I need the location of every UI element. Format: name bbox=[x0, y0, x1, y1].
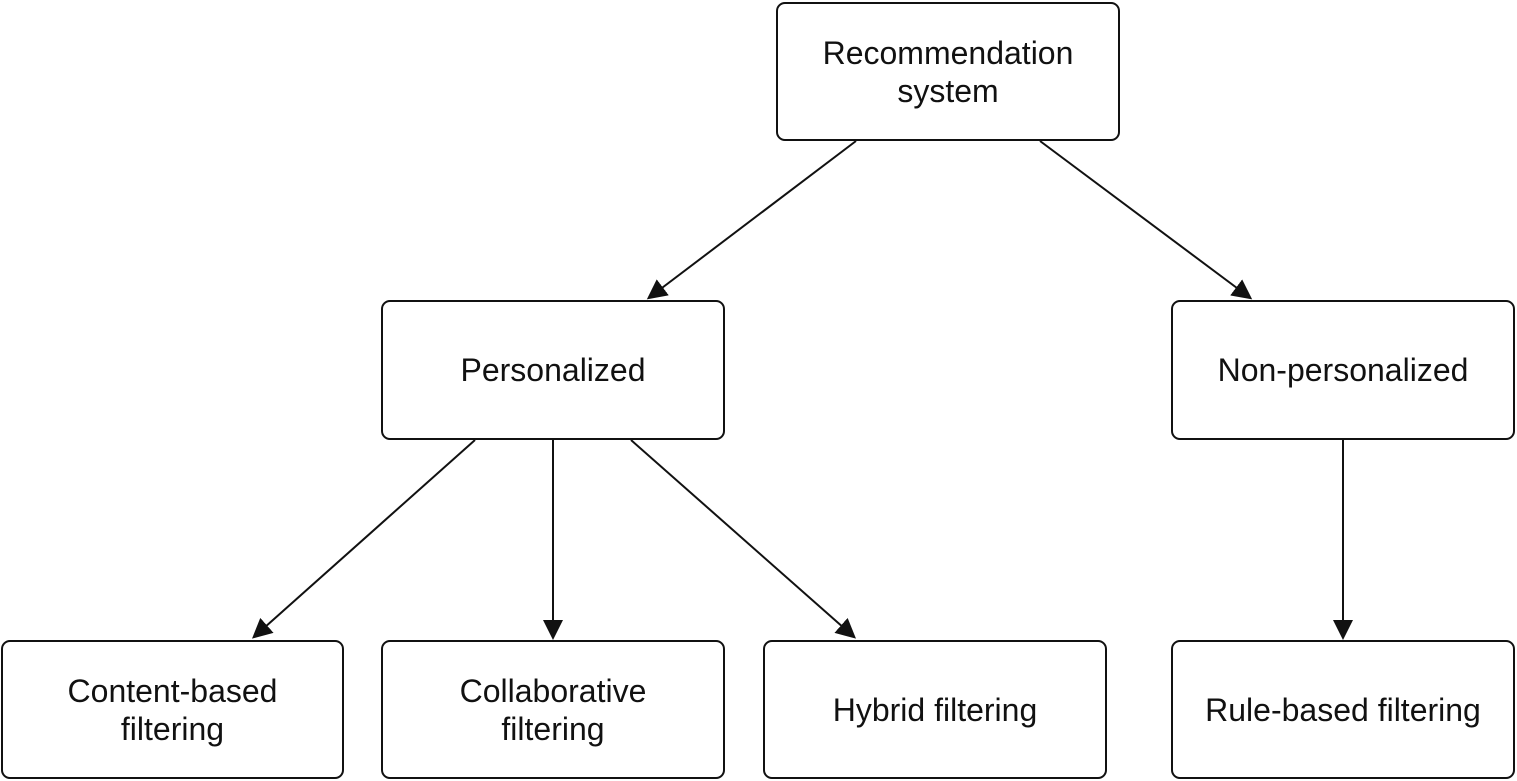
non-personalized-node: Non-personalized bbox=[1171, 300, 1515, 440]
arrow-personalized-to-content-based bbox=[252, 439, 476, 639]
personalized-node: Personalized bbox=[381, 300, 725, 440]
hybrid-filtering-node: Hybrid filtering bbox=[763, 640, 1107, 779]
arrow-personalized-to-hybrid bbox=[630, 439, 856, 639]
arrow-root-to-personalized bbox=[646, 140, 857, 300]
rule-based-filtering-node: Rule-based filtering bbox=[1171, 640, 1515, 779]
collaborative-filtering-node: Collaborative filtering bbox=[381, 640, 725, 779]
recommendation-system-node: Recommendation system bbox=[776, 2, 1120, 141]
arrow-root-to-non-personalized bbox=[1039, 140, 1253, 300]
content-based-filtering-node: Content-based filtering bbox=[1, 640, 344, 779]
